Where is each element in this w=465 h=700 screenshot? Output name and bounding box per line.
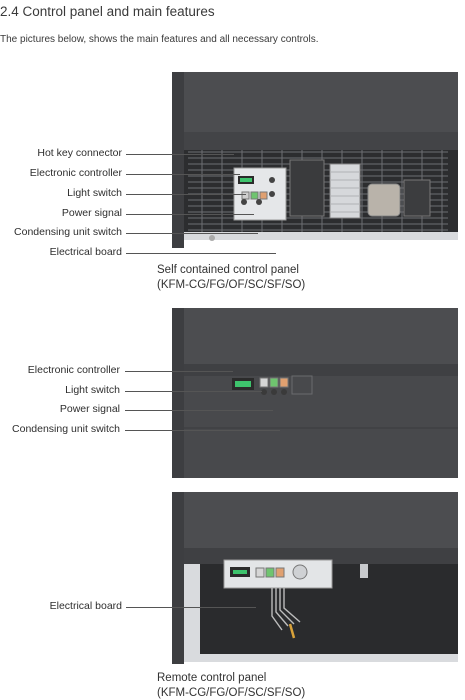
label-electronic-controller: Electronic controller	[29, 167, 122, 179]
label-condensing-unit-switch-2: Condensing unit switch	[12, 423, 120, 435]
intro-text: The pictures below, shows the main featu…	[0, 34, 319, 45]
caption-models: (KFM-CG/FG/OF/SC/SF/SO)	[157, 279, 306, 291]
leader-line	[125, 410, 273, 411]
label-electrical-board: Electrical board	[49, 246, 122, 258]
leader-line	[126, 233, 258, 234]
caption-models-2: (KFM-CG/FG/OF/SC/SF/SO)	[157, 687, 306, 699]
leader-line	[126, 607, 256, 608]
leader-line	[126, 154, 234, 155]
caption-title-2: Remote control panel	[157, 672, 267, 684]
section-heading: 2.4 Control panel and main features	[0, 4, 215, 19]
control-panel-closeup-image	[172, 308, 458, 478]
label-electronic-controller-2: Electronic controller	[27, 364, 120, 376]
self-contained-control-panel-image	[172, 72, 458, 248]
remote-control-panel-image	[172, 492, 458, 664]
label-light-switch: Light switch	[67, 187, 122, 199]
leader-line	[126, 214, 254, 215]
label-power-signal-2: Power signal	[59, 403, 120, 415]
caption-title: Self contained control panel	[157, 264, 299, 276]
leader-line	[126, 253, 276, 254]
leader-line	[125, 430, 280, 431]
label-power-signal: Power signal	[61, 207, 122, 219]
leader-line	[125, 371, 233, 372]
leader-line	[126, 174, 240, 175]
leader-line	[125, 391, 262, 392]
label-hot-key-connector: Hot key connector	[37, 147, 122, 159]
label-light-switch-2: Light switch	[65, 384, 120, 396]
label-condensing-unit-switch: Condensing unit switch	[14, 226, 122, 238]
label-electrical-board-3: Electrical board	[49, 600, 122, 612]
leader-line	[126, 194, 246, 195]
